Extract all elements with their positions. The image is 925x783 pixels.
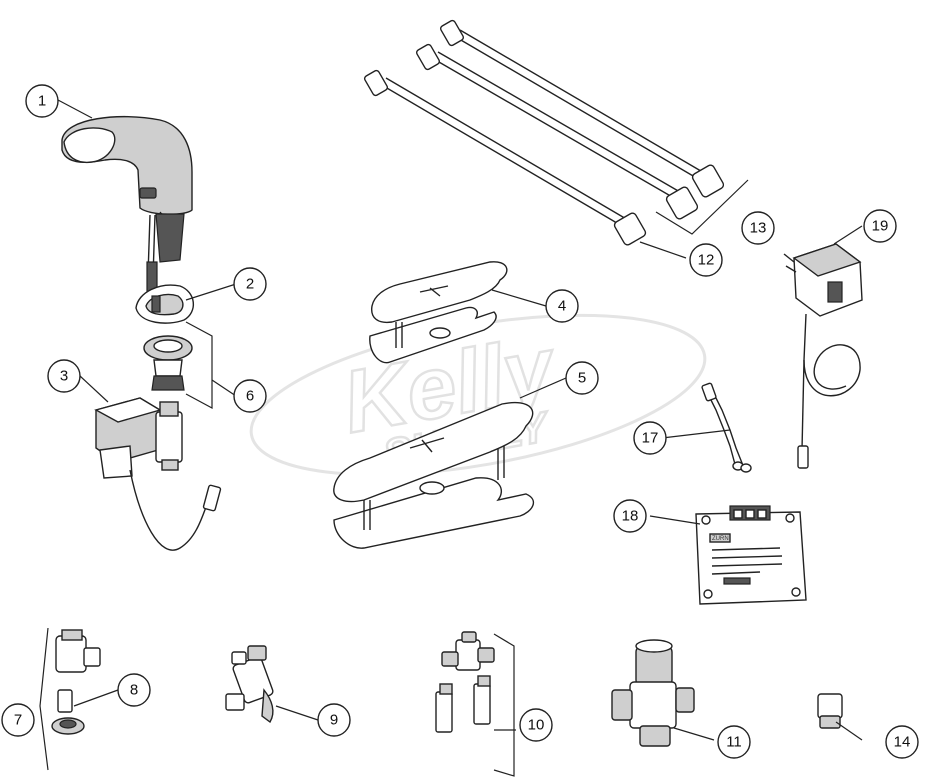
callout-18-label: 18 [622,508,639,525]
control-box-brand: ZURN [712,536,729,542]
part-7-angle-stop[interactable] [55,629,101,673]
part-5-deck-plate[interactable] [333,402,535,549]
callout-18[interactable]: 18 [613,499,647,533]
part-9-check-valve[interactable] [225,645,274,724]
callout-7-label: 7 [14,712,22,729]
part-10-tee-fittings[interactable] [435,631,495,733]
leader-lines [57,99,863,741]
callout-19[interactable]: 19 [863,209,897,243]
callout-10[interactable]: 10 [519,708,553,742]
part-6-mounting-hardware[interactable] [143,335,193,391]
callout-7[interactable]: 7 [1,703,35,737]
part-18-control-box[interactable]: ZURN [695,505,807,605]
callout-2[interactable]: 2 [233,267,267,301]
callout-1[interactable]: 1 [25,84,59,118]
callout-9-label: 9 [330,712,338,729]
part-1-faucet-spout[interactable] [61,115,193,293]
callout-9[interactable]: 9 [317,703,351,737]
part-3-solenoid-valve[interactable] [94,397,222,551]
callout-5[interactable]: 5 [565,361,599,395]
callout-14-label: 14 [894,734,911,751]
part-11-mixing-valve[interactable] [611,639,695,747]
callout-6[interactable]: 6 [233,379,267,413]
callout-13[interactable]: 13 [741,211,775,245]
part-2-gasket[interactable] [135,284,194,324]
callout-10-label: 10 [528,717,545,734]
part-12-13-supply-hoses[interactable] [363,19,725,246]
callout-11[interactable]: 11 [717,725,751,759]
callout-8-label: 8 [130,682,138,699]
part-19-power-adapter[interactable] [783,243,863,469]
callout-11-label: 11 [726,734,742,751]
part-8-adapter-fittings[interactable] [51,689,85,735]
callout-4[interactable]: 4 [545,289,579,323]
callout-17-label: 17 [642,430,659,447]
callout-6-label: 6 [246,388,254,405]
part-4-deck-plate[interactable] [369,261,508,364]
part-14-coupling[interactable] [817,693,843,729]
callout-3[interactable]: 3 [47,359,81,393]
callout-1-label: 1 [38,93,46,110]
callout-17[interactable]: 17 [633,421,667,455]
callout-12[interactable]: 12 [689,243,723,277]
callout-14[interactable]: 14 [885,725,919,759]
callout-8[interactable]: 8 [117,673,151,707]
callout-12-label: 12 [698,252,715,269]
callout-19-label: 19 [872,218,889,235]
callout-4-label: 4 [558,298,566,315]
part-17-wire-lead[interactable] [701,382,752,473]
callout-5-label: 5 [578,370,586,387]
callout-2-label: 2 [246,276,254,293]
callout-13-label: 13 [750,220,767,237]
callout-3-label: 3 [60,368,68,385]
